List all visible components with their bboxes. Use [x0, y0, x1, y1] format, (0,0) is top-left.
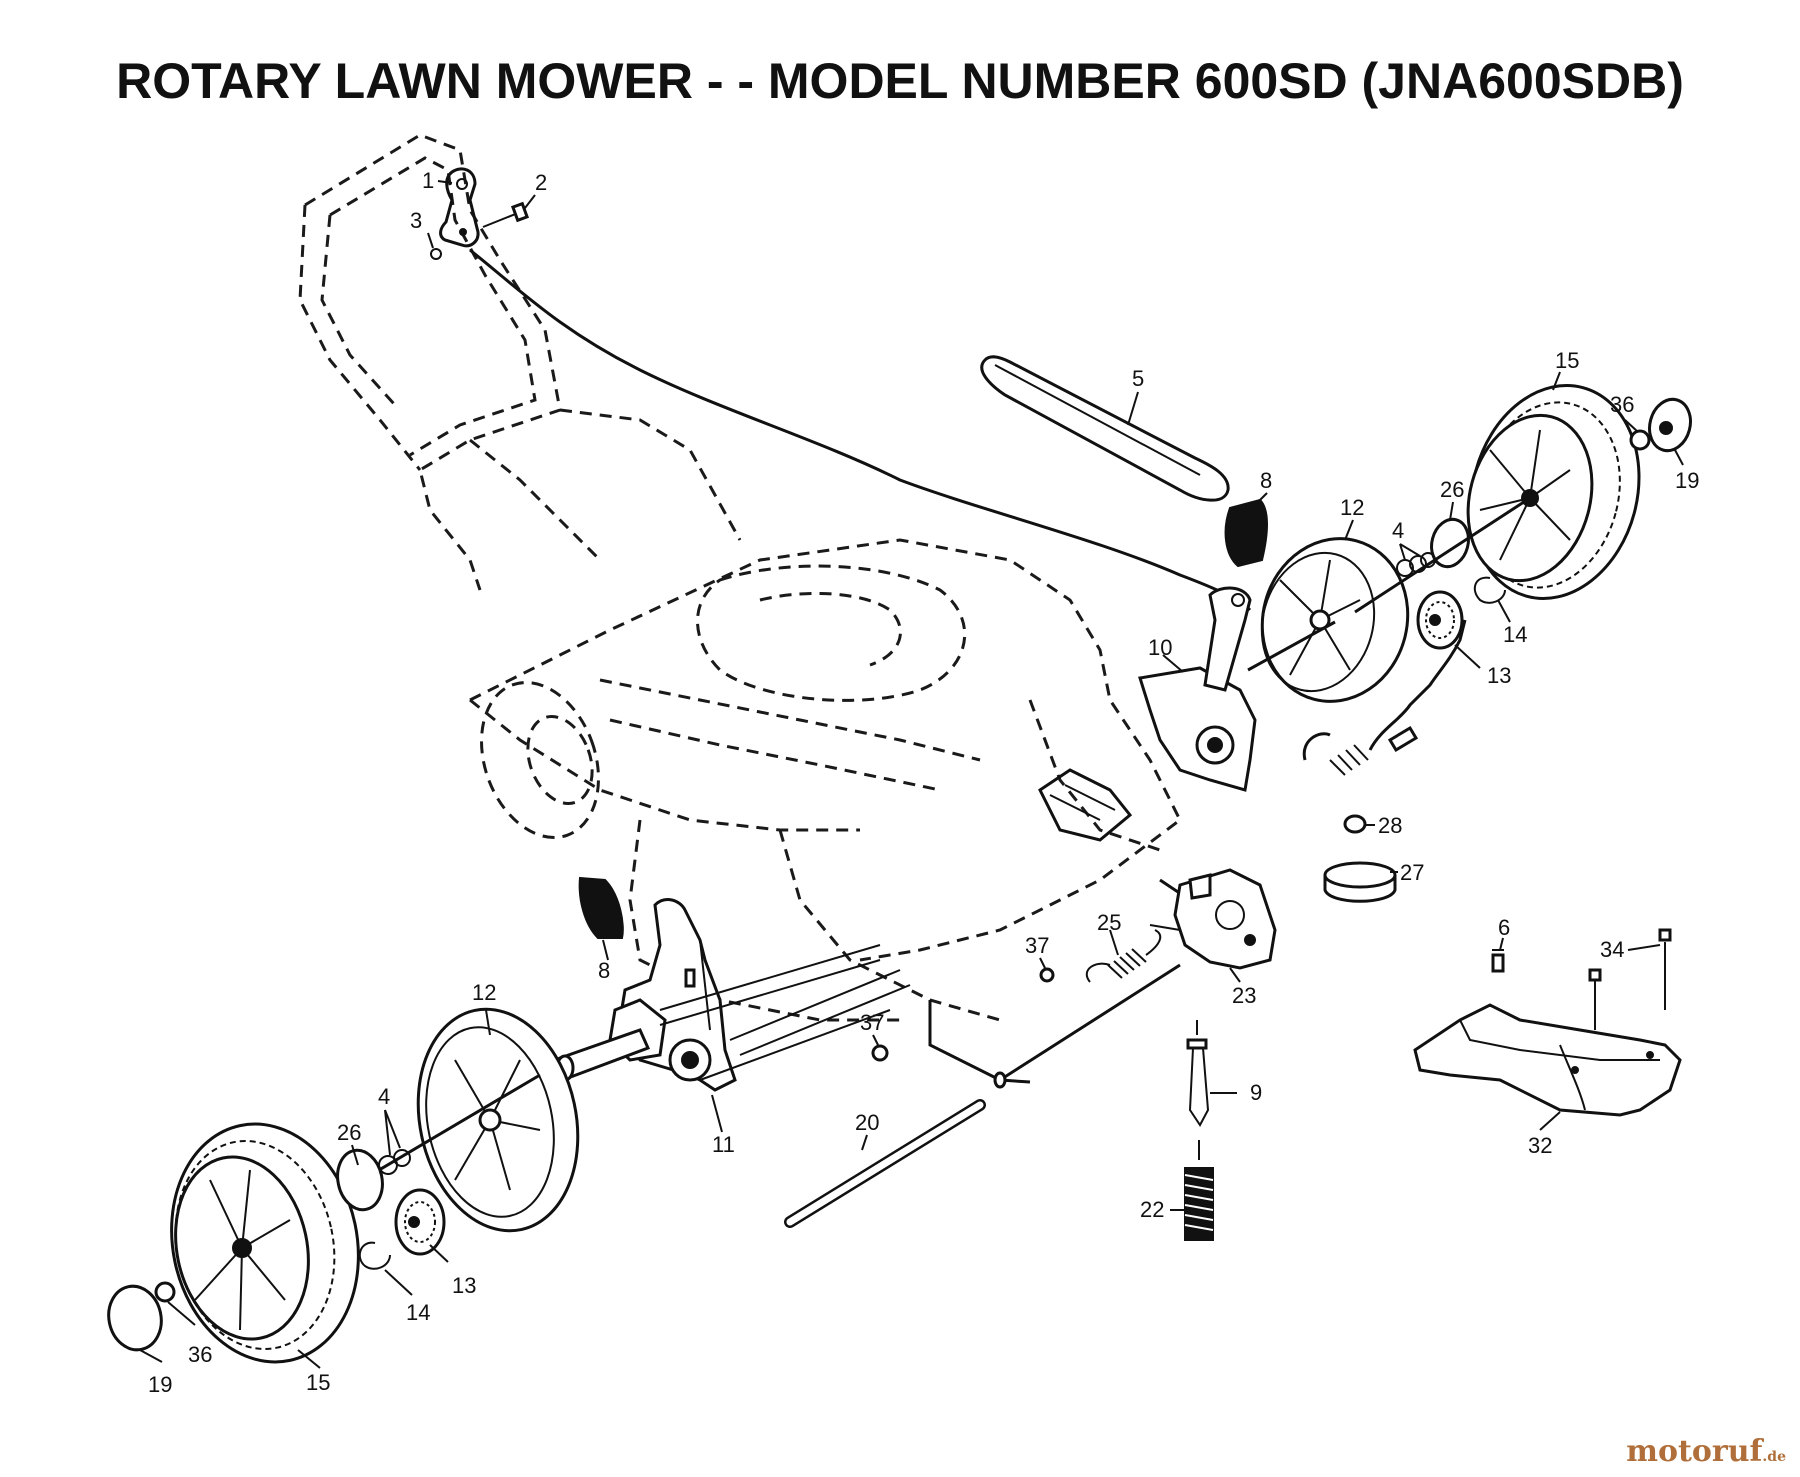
callout-23: 23	[1232, 983, 1256, 1008]
control-cable	[469, 248, 1252, 612]
part-2-screw	[482, 201, 530, 228]
callout-27: 27	[1400, 860, 1424, 885]
callout-28: 28	[1378, 813, 1402, 838]
callout-4-rear: 4	[1392, 518, 1404, 543]
callout-6: 6	[1498, 915, 1510, 940]
part-19-cap-rear	[1648, 397, 1692, 453]
callout-34: 34	[1600, 937, 1624, 962]
callout-37-front: 37	[860, 1010, 884, 1035]
part-13-gear-front	[394, 1188, 446, 1256]
callout-14-front: 14	[406, 1300, 430, 1325]
callout-19-rear: 19	[1675, 468, 1699, 493]
part-36-washer-front	[154, 1281, 176, 1303]
part-19-cap-front	[107, 1284, 163, 1352]
callout-12-front: 12	[472, 980, 496, 1005]
part-32-deflector	[1413, 1003, 1682, 1117]
part-14-clip-front	[358, 1241, 391, 1270]
rear-axle-end	[993, 1071, 1007, 1089]
part-28-cap	[1343, 814, 1367, 834]
callout-20: 20	[855, 1110, 879, 1135]
callout-19-front: 19	[148, 1372, 172, 1397]
callout-numbers: 1 2 3 5 8 12 15 36 19 26 4 14 13 10 28 2…	[148, 168, 1699, 1397]
callout-32: 32	[1528, 1133, 1552, 1158]
callout-26-front: 26	[337, 1120, 361, 1145]
callout-37-rear: 37	[1025, 933, 1049, 958]
part-14-clip-rear	[1473, 576, 1506, 604]
callout-8-lower: 8	[598, 958, 610, 983]
cable-spring	[1302, 619, 1467, 776]
watermark-logo: motoruf.de	[1626, 1434, 1786, 1469]
part-25-spring	[1085, 929, 1162, 983]
callout-9: 9	[1250, 1080, 1262, 1105]
axle-rear	[1247, 496, 1531, 672]
part-15-wheel-rear	[1466, 384, 1641, 600]
callout-36-front: 36	[188, 1342, 212, 1367]
callout-12-rear: 12	[1340, 495, 1364, 520]
callout-13-rear: 13	[1487, 663, 1511, 688]
callout-14-rear: 14	[1503, 622, 1527, 647]
part-4-clips-front	[378, 1149, 411, 1175]
leader-lines	[139, 180, 1684, 1369]
part-11-height-adjuster	[608, 898, 737, 1092]
part-22-spring	[1184, 1140, 1214, 1241]
callout-3: 3	[410, 208, 422, 233]
part-9-pin	[1186, 1020, 1210, 1127]
callout-11: 11	[712, 1132, 735, 1157]
callout-1: 1	[422, 168, 434, 193]
part-36-washer-rear	[1629, 429, 1651, 451]
callout-15-rear: 15	[1555, 348, 1579, 373]
part-12-hubcap-rear	[1260, 537, 1410, 703]
part-37-screw-front	[871, 1044, 889, 1062]
part-27-bushing	[1323, 861, 1397, 903]
part-13-gear-rear	[1416, 590, 1464, 650]
callout-25: 25	[1097, 910, 1121, 935]
part-34-screws	[1588, 928, 1672, 1030]
part-5-drive-belt	[980, 355, 1230, 502]
part-15-wheel-front	[170, 1122, 360, 1364]
part-1-control-lever	[439, 167, 480, 248]
deck-outline	[469, 538, 1182, 1022]
rear-axle-rod	[999, 963, 1181, 1082]
ghost-wheel	[480, 681, 600, 839]
diagram-title: ROTARY LAWN MOWER - - MODEL NUMBER 600SD…	[116, 53, 1684, 109]
part-12-hubcap-front	[416, 1007, 580, 1233]
part-20-rod	[784, 1099, 986, 1228]
watermark-suffix: .de	[1762, 1449, 1786, 1465]
part-8-cover-upper	[1224, 498, 1268, 568]
callout-10: 10	[1148, 635, 1172, 660]
callout-22: 22	[1140, 1197, 1164, 1222]
front-axle	[555, 944, 911, 1082]
watermark-brand: motoruf	[1626, 1434, 1763, 1469]
callout-26-rear: 26	[1440, 477, 1464, 502]
callout-13-front: 13	[452, 1273, 476, 1298]
part-37-screw-rear	[1039, 967, 1055, 983]
handle-outline	[298, 133, 742, 591]
part-23-transmission	[1149, 868, 1277, 970]
part-8-cover-lower	[578, 876, 624, 939]
callout-2: 2	[535, 170, 547, 195]
callout-5: 5	[1132, 366, 1144, 391]
callout-36-rear: 36	[1610, 392, 1634, 417]
callout-4-front: 4	[378, 1084, 390, 1109]
rear-deck	[928, 768, 1191, 1084]
callout-15-front: 15	[306, 1370, 330, 1395]
callout-8-upper: 8	[1260, 468, 1272, 493]
part-6-screw	[1491, 949, 1505, 973]
part-10-height-adjuster	[1138, 586, 1257, 792]
part-3-nut	[430, 248, 442, 260]
